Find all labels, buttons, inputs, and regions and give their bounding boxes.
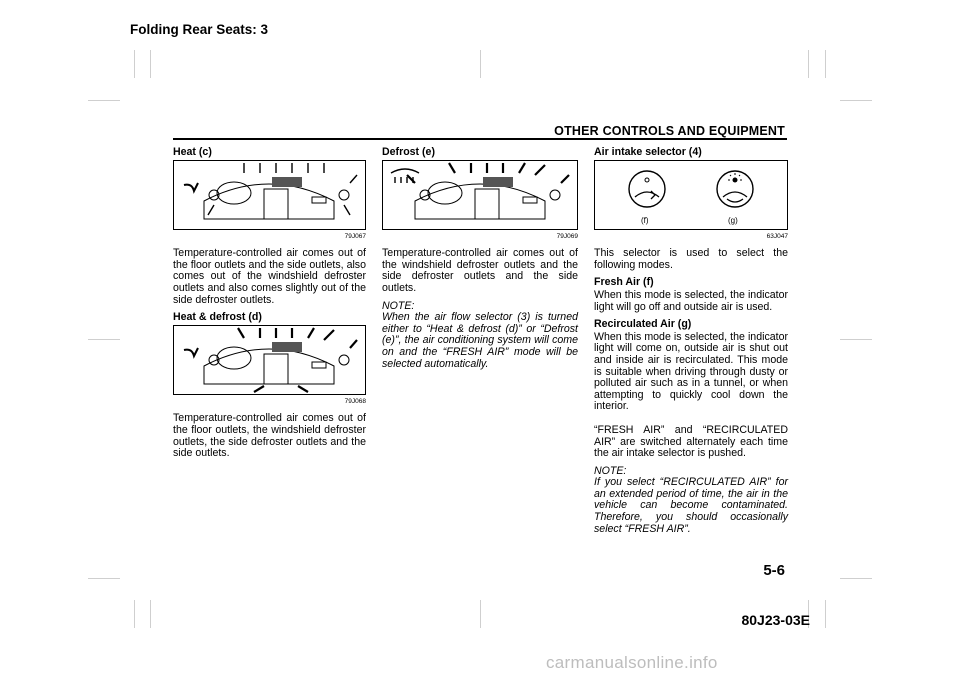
heat-defrost-body: Temperature-controlled air comes out of …	[173, 412, 366, 460]
dashboard-illustration	[183, 162, 358, 220]
heat-defrost-figure-code: 79J068	[344, 397, 366, 405]
heat-figure	[173, 159, 366, 230]
crop-mark	[808, 600, 809, 628]
heat-body: Temperature-controlled air comes out of …	[173, 247, 366, 306]
air-intake-buttons-illustration	[628, 169, 754, 208]
note-text: When the air flow selector (3) is turned…	[382, 311, 578, 370]
crop-mark	[134, 50, 135, 78]
column-2: Defrost (e) 79J069 Temperature-controlle…	[382, 146, 578, 376]
defrost-heading: Defrost (e)	[382, 146, 435, 158]
crop-mark	[150, 600, 151, 628]
intro-text: This selector is used to select the foll…	[594, 247, 788, 271]
dashboard-illustration	[390, 162, 570, 220]
crop-mark	[150, 50, 151, 78]
note-label: NOTE:	[382, 299, 415, 312]
section-title: OTHER CONTROLS AND EQUIPMENT	[554, 124, 785, 138]
crop-mark	[88, 578, 120, 579]
note-label: NOTE:	[594, 464, 627, 477]
defrost-figure-code: 79J069	[556, 232, 578, 240]
air-intake-figure: (f) (g)	[594, 159, 788, 230]
document-code: 80J23-03E	[741, 612, 810, 628]
column-1: Heat (c) 79J067 Temperature-controlled a…	[173, 146, 366, 466]
top-label: Folding Rear Seats: 3	[130, 22, 269, 37]
heat-figure-code: 79J067	[344, 232, 366, 240]
header-rule	[173, 138, 787, 140]
crop-mark	[808, 50, 809, 78]
air-intake-figure-code: 63J047	[766, 232, 788, 240]
defrost-body: Temperature-controlled air comes out of …	[382, 247, 578, 294]
page-number: 5-6	[763, 562, 785, 579]
recirc-note: NOTE: If you select “RECIRCULATED AIR” f…	[594, 464, 788, 536]
fresh-air-heading: Fresh Air (f)	[594, 276, 654, 289]
recirculated-heading: Recirculated Air (g)	[594, 318, 692, 331]
watermark: carmanualsonline.info	[546, 653, 718, 672]
crop-mark	[825, 600, 826, 628]
fresh-air-body: When this mode is selected, the indicato…	[594, 288, 788, 313]
crop-mark	[480, 600, 481, 628]
crop-mark	[480, 50, 481, 78]
heat-heading: Heat (c)	[173, 146, 212, 158]
air-intake-heading: Air intake selector (4)	[594, 146, 702, 158]
label-g: (g)	[728, 215, 738, 225]
crop-mark	[88, 100, 120, 101]
dashboard-illustration	[183, 327, 358, 393]
crop-mark	[88, 339, 120, 340]
switch-text: “FRESH AIR” and “RECIRCULATED AIR” are s…	[594, 423, 788, 460]
crop-mark	[840, 578, 872, 579]
heat-defrost-heading: Heat & defrost (d)	[173, 311, 262, 324]
recirculated-body: When this mode is selected, the indicato…	[594, 330, 788, 413]
defrost-figure	[382, 159, 578, 230]
defrost-note: NOTE: When the air flow selector (3) is …	[382, 299, 578, 371]
column-3: Air intake selector (4) (f) (g) 63J047 T…	[594, 146, 788, 541]
heat-defrost-figure	[173, 324, 366, 395]
note-text: If you select “RECIRCULATED AIR” for an …	[594, 476, 788, 535]
crop-mark	[840, 100, 872, 101]
crop-mark	[134, 600, 135, 628]
label-f: (f)	[641, 215, 649, 225]
crop-mark	[825, 50, 826, 78]
crop-mark	[840, 339, 872, 340]
